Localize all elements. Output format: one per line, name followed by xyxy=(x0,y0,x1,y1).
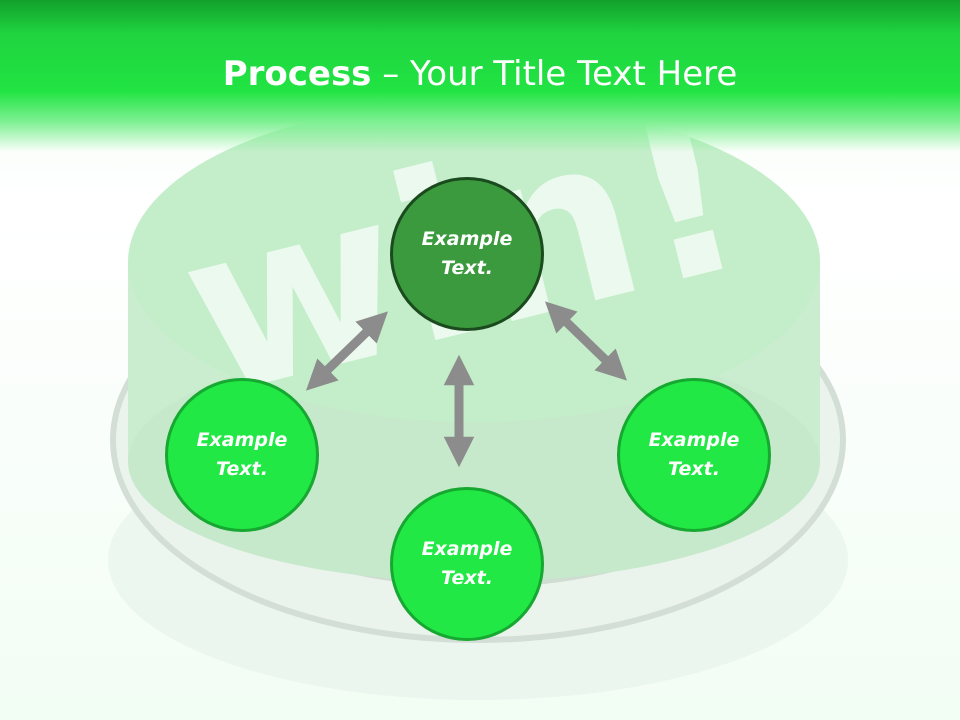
process-node-top: Example Text. xyxy=(390,177,544,331)
node-bottom-line2: Text. xyxy=(441,567,493,589)
node-top-line2: Text. xyxy=(441,257,493,279)
process-node-right: Example Text. xyxy=(617,378,771,532)
slide-title: Process – Your Title Text Here xyxy=(0,52,960,96)
header-band xyxy=(0,0,960,152)
node-left-line1: Example xyxy=(196,429,288,451)
node-bottom-line1: Example xyxy=(421,538,513,560)
node-left-line2: Text. xyxy=(216,458,268,480)
node-top-line1: Example xyxy=(421,228,513,250)
title-bold: Process xyxy=(222,54,372,94)
process-node-left: Example Text. xyxy=(165,378,319,532)
arrow-top-left xyxy=(305,311,389,391)
node-right-line1: Example xyxy=(648,429,740,451)
arrow-top-right xyxy=(544,301,628,381)
process-node-bottom: Example Text. xyxy=(390,487,544,641)
node-right-line2: Text. xyxy=(668,458,720,480)
title-rest: – Your Title Text Here xyxy=(371,54,738,94)
